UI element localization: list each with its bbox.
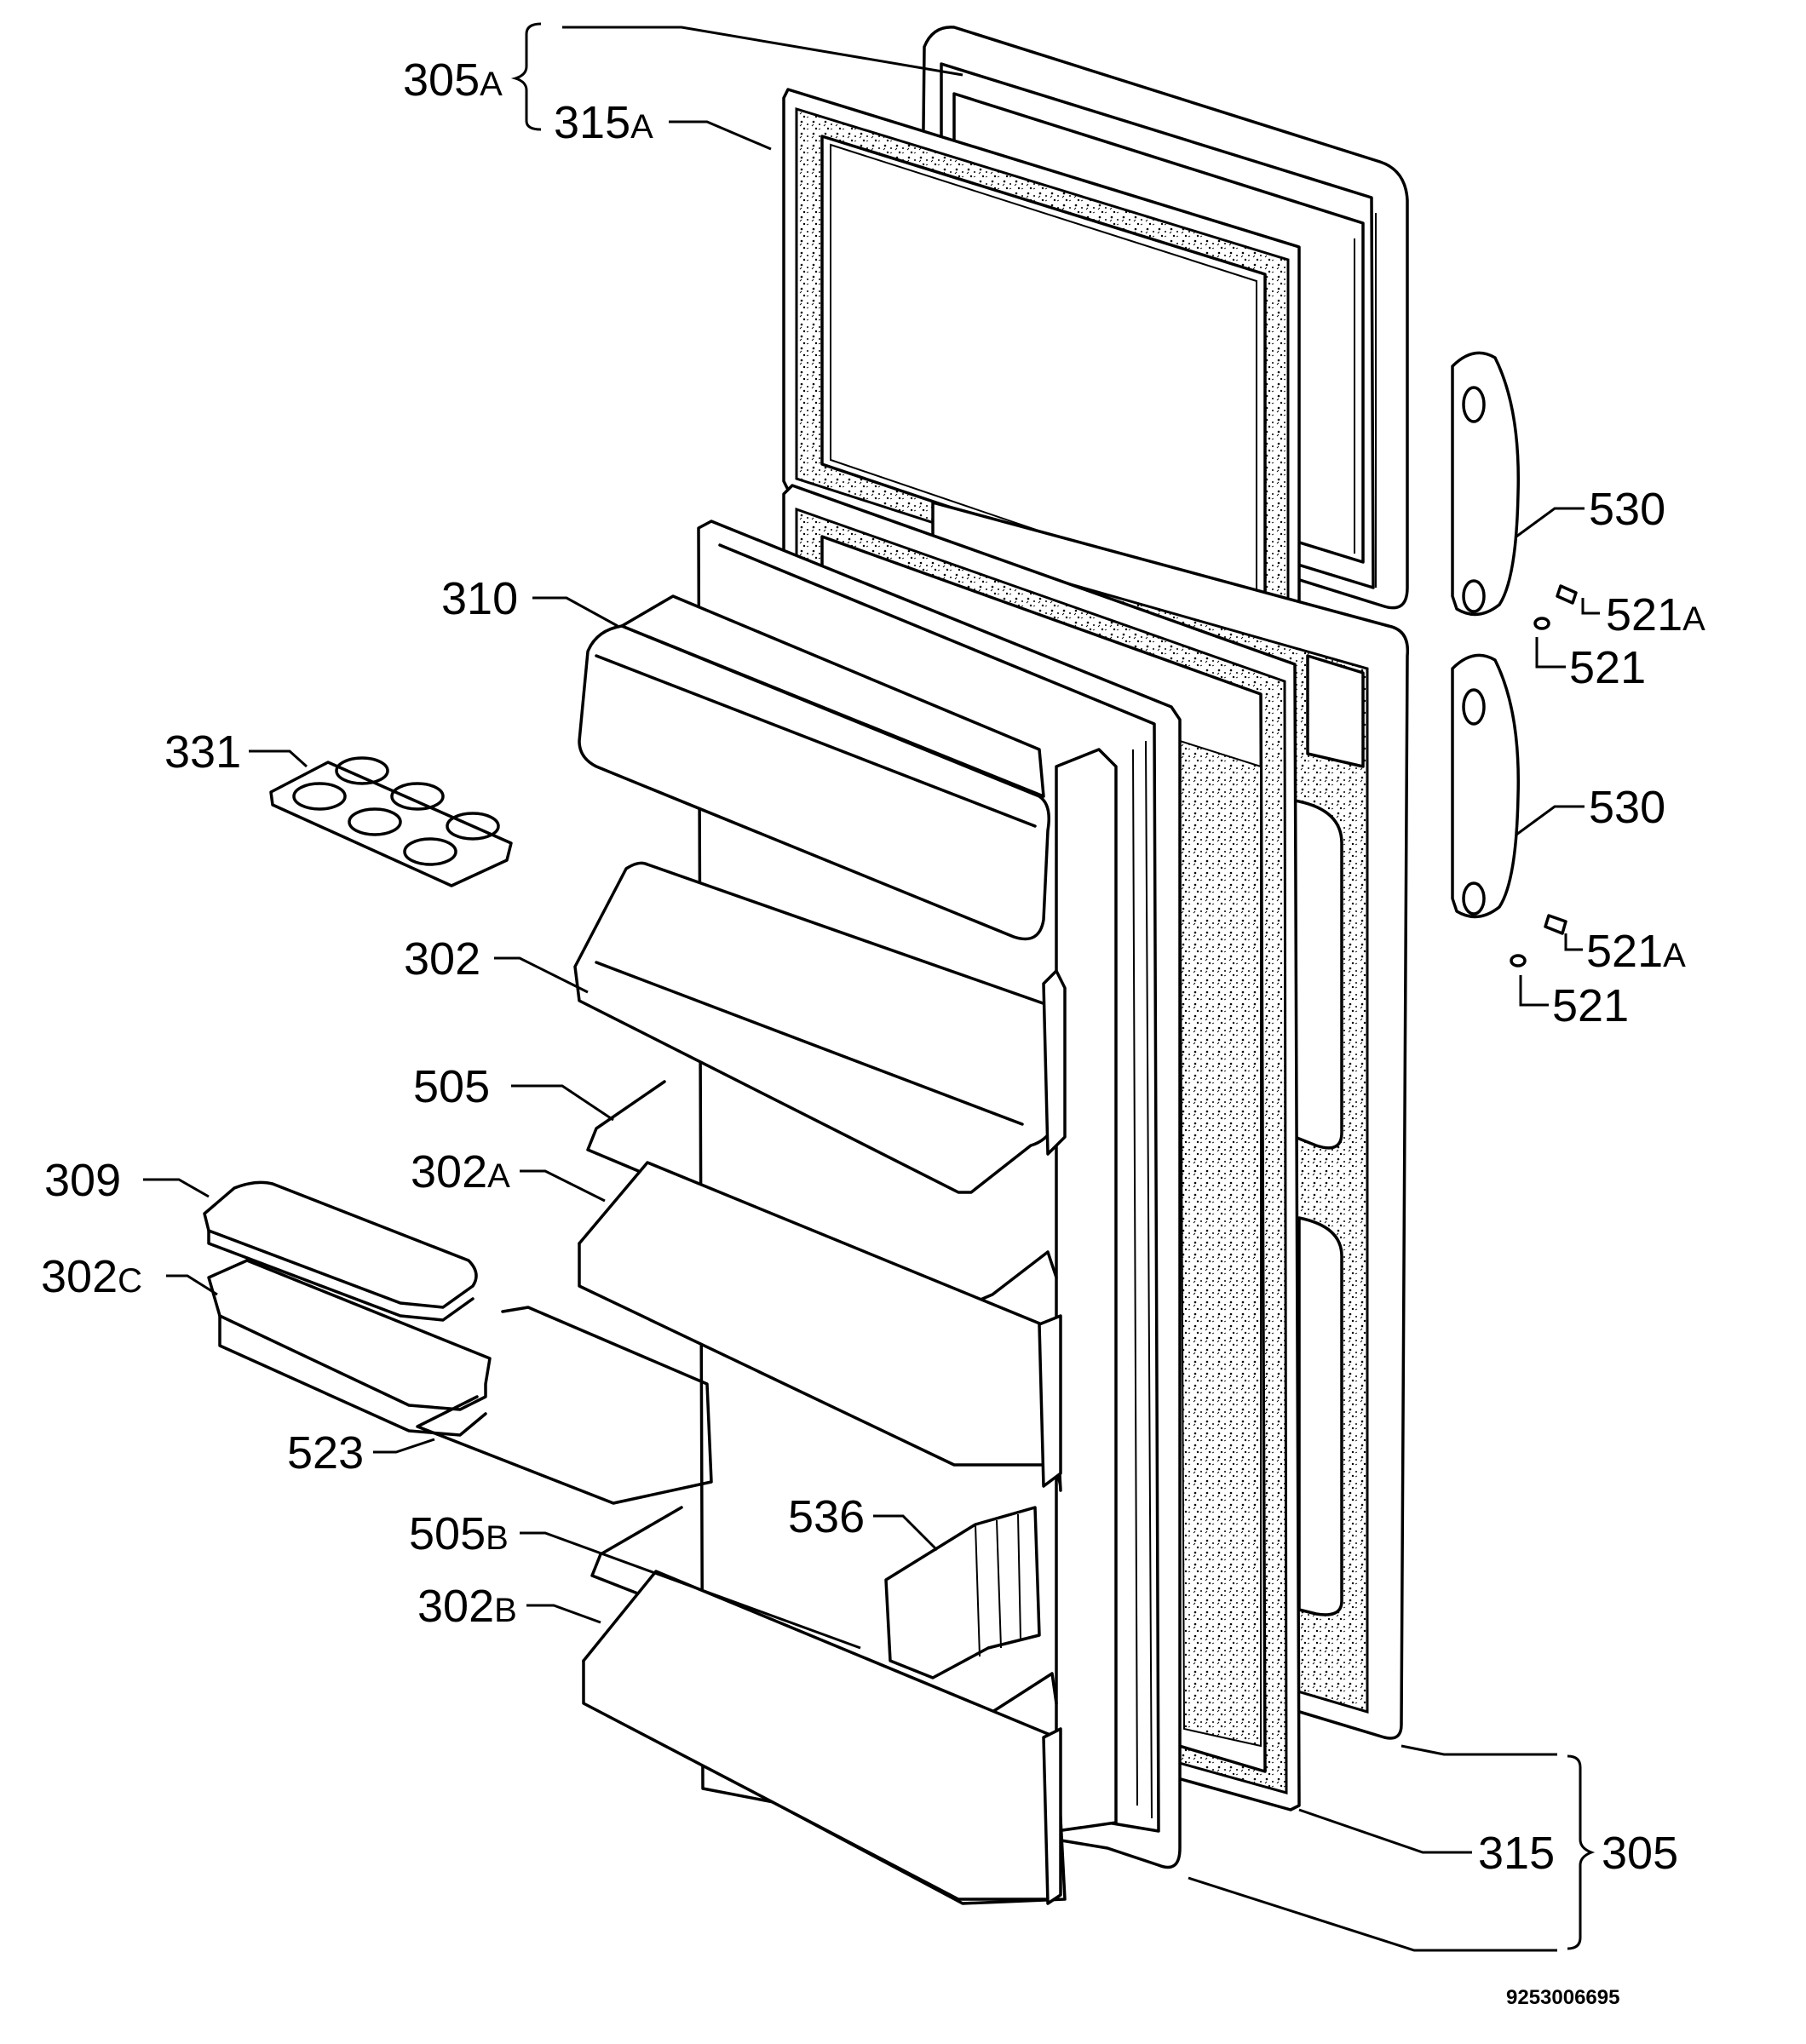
label-315A: 315A: [554, 97, 653, 148]
butter-dish-base: [207, 1259, 492, 1437]
upper-door-gasket: [782, 88, 1301, 653]
label-530-lower: 530: [1589, 782, 1665, 833]
door-handle-upper: [1451, 351, 1521, 617]
washer-521-upper: [1533, 617, 1550, 630]
label-530-upper: 530: [1589, 484, 1665, 535]
label-536: 536: [788, 1491, 865, 1542]
wire-rack-523: [416, 1306, 713, 1505]
bottle-divider-536: [884, 1506, 1041, 1679]
screw-521A-lower: [1544, 914, 1567, 935]
label-521A-upper: 521A: [1606, 589, 1705, 640]
door-shelf-302: [573, 861, 1067, 1194]
label-302B: 302B: [417, 1581, 517, 1632]
label-302: 302: [404, 933, 480, 985]
label-521-lower: 521: [1552, 980, 1629, 1031]
door-shelf-302B: [582, 1570, 1067, 1905]
part-labels: 305A 315A 310 331 302 505 309 302A 302C …: [41, 55, 1705, 1879]
dairy-compartment-lid: [578, 594, 1050, 941]
butter-dish-lid: [203, 1180, 478, 1322]
label-310: 310: [441, 573, 518, 624]
label-302C: 302C: [41, 1251, 142, 1302]
label-309: 309: [44, 1155, 121, 1206]
label-505B: 505B: [409, 1508, 509, 1559]
label-523: 523: [287, 1427, 364, 1478]
label-521-upper: 521: [1569, 642, 1646, 693]
label-302A: 302A: [411, 1146, 510, 1197]
label-315: 315: [1478, 1828, 1555, 1879]
door-handle-lower: [1451, 653, 1521, 919]
egg-tray: [269, 756, 513, 887]
leader-lines: [143, 22, 1600, 1952]
label-505: 505: [413, 1061, 490, 1112]
screw-521A-upper: [1556, 584, 1578, 605]
label-331: 331: [164, 726, 241, 778]
door-shelf-302A: [578, 1161, 1062, 1492]
label-305: 305: [1602, 1828, 1678, 1879]
drawing-number: 9253006695: [1506, 1986, 1619, 2009]
label-521A-lower: 521A: [1586, 926, 1686, 977]
washer-521-lower: [1510, 954, 1527, 967]
label-305A: 305A: [403, 55, 503, 106]
